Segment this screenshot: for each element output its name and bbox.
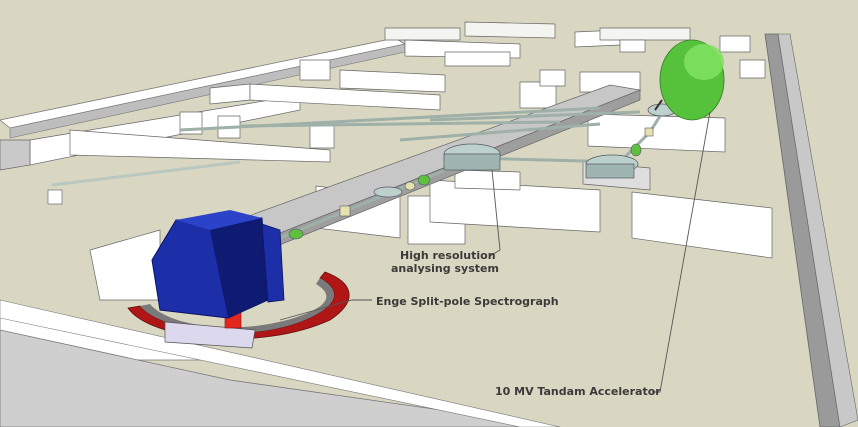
beamline-magnets [47,127,654,240]
spectrograph-label: Enge Split-pole Spectrograph [376,295,559,308]
tandem-accelerator [654,39,725,121]
enge-spectrograph [127,210,350,349]
analysing-system-label-line2: analysing system [391,262,499,275]
accelerator-label: 10 MV Tandam Accelerator [495,385,661,398]
analysing-system-label-line1: High resolution [400,249,496,262]
callout-lines [279,111,711,393]
